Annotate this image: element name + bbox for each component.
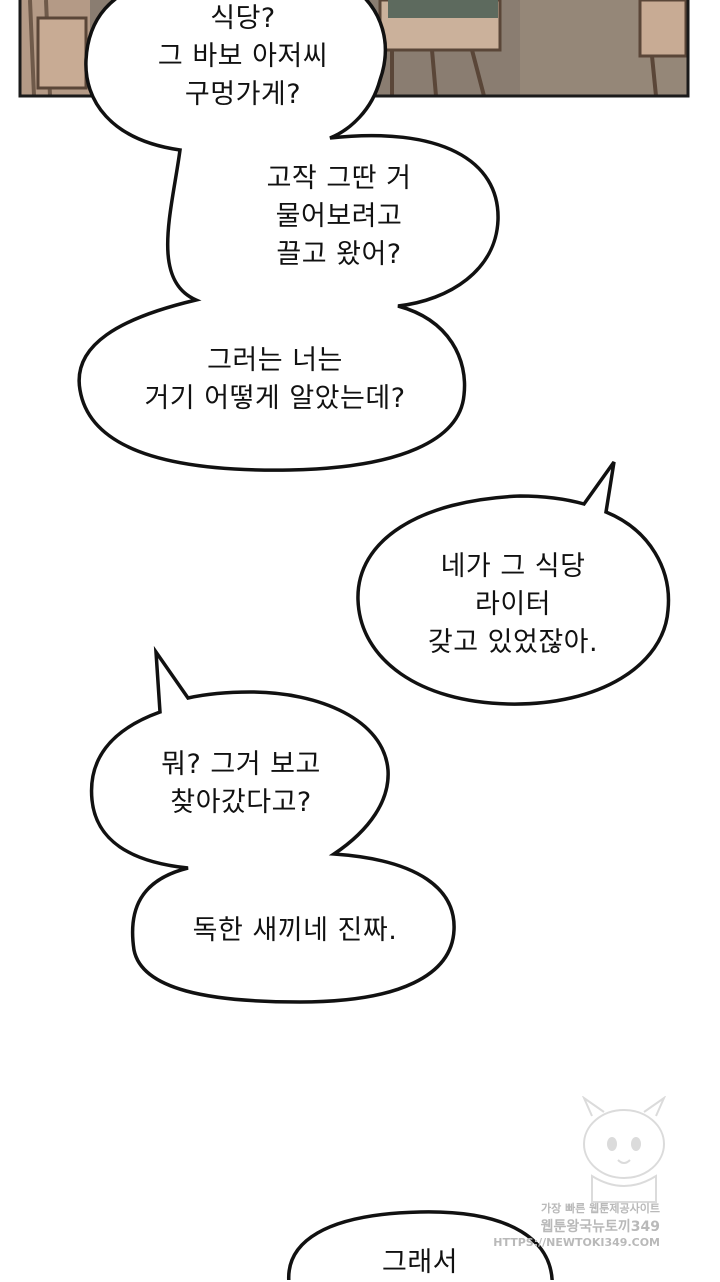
bubble-4-line: 네가 그 식당 — [440, 551, 586, 582]
bubble-6-line: 독한 새끼네 진짜. — [192, 915, 398, 946]
chair-left — [36, 16, 88, 90]
bubble-1-line: 식당? — [210, 3, 276, 34]
bubble-3-line: 그러는 너는 — [207, 345, 343, 376]
bubble-2-line: 물어보려고 — [275, 201, 403, 232]
site-watermark: 가장 빠른 웹툰제공사이트 웹툰왕국뉴토끼349 HTTPS://NEWTOKI… — [493, 1096, 692, 1266]
bubble-2-line: 끌고 왔어? — [276, 239, 402, 270]
bubble-1-line: 구멍가게? — [184, 79, 302, 110]
bubble-4-line: 라이터 — [474, 589, 552, 620]
bubble-6-text: 독한 새끼네 진짜. — [150, 912, 440, 950]
bubble-3-line: 거기 어떻게 알았는데? — [144, 383, 406, 414]
bubble-5-line: 뭐? 그거 보고 — [161, 749, 321, 780]
speech-bubble-cluster-2 — [89, 645, 456, 1004]
chair-right — [638, 0, 688, 58]
bubble-4-line: 갖고 있었잖아. — [427, 627, 599, 658]
bubble-5-text: 뭐? 그거 보고 찾아갔다고? — [116, 746, 366, 822]
bubble-7-line: 그래서 — [381, 1247, 459, 1278]
watermark-line-1: 가장 빠른 웹툰제공사이트 — [541, 1202, 660, 1215]
speech-bubble-4 — [356, 460, 671, 706]
bubble-3-text: 그러는 너는 거기 어떻게 알았는데? — [100, 342, 450, 418]
bubble-2-text: 고작 그딴 거 물어보려고 끌고 왔어? — [214, 160, 464, 274]
bubble-2-line: 고작 그딴 거 — [266, 163, 412, 194]
watermark-line-2: 웹툰왕국뉴토끼349 — [540, 1219, 660, 1235]
watermark-line-3: HTTPS://NEWTOKI349.COM — [493, 1236, 660, 1249]
speech-bubble-7 — [287, 1210, 554, 1280]
bubble-1-line: 그 바보 아저씨 — [157, 41, 329, 72]
watermark-mascot-icon — [582, 1096, 666, 1203]
speech-bubble-cluster-1 — [77, 0, 500, 472]
bubble-5-line: 찾아갔다고? — [170, 787, 312, 818]
bubble-1-text: 식당? 그 바보 아저씨 구멍가게? — [118, 0, 368, 114]
bubble-7-text: 그래서 — [320, 1244, 520, 1282]
bubble-4-text: 네가 그 식당 라이터 갖고 있었잖아. — [388, 548, 638, 662]
